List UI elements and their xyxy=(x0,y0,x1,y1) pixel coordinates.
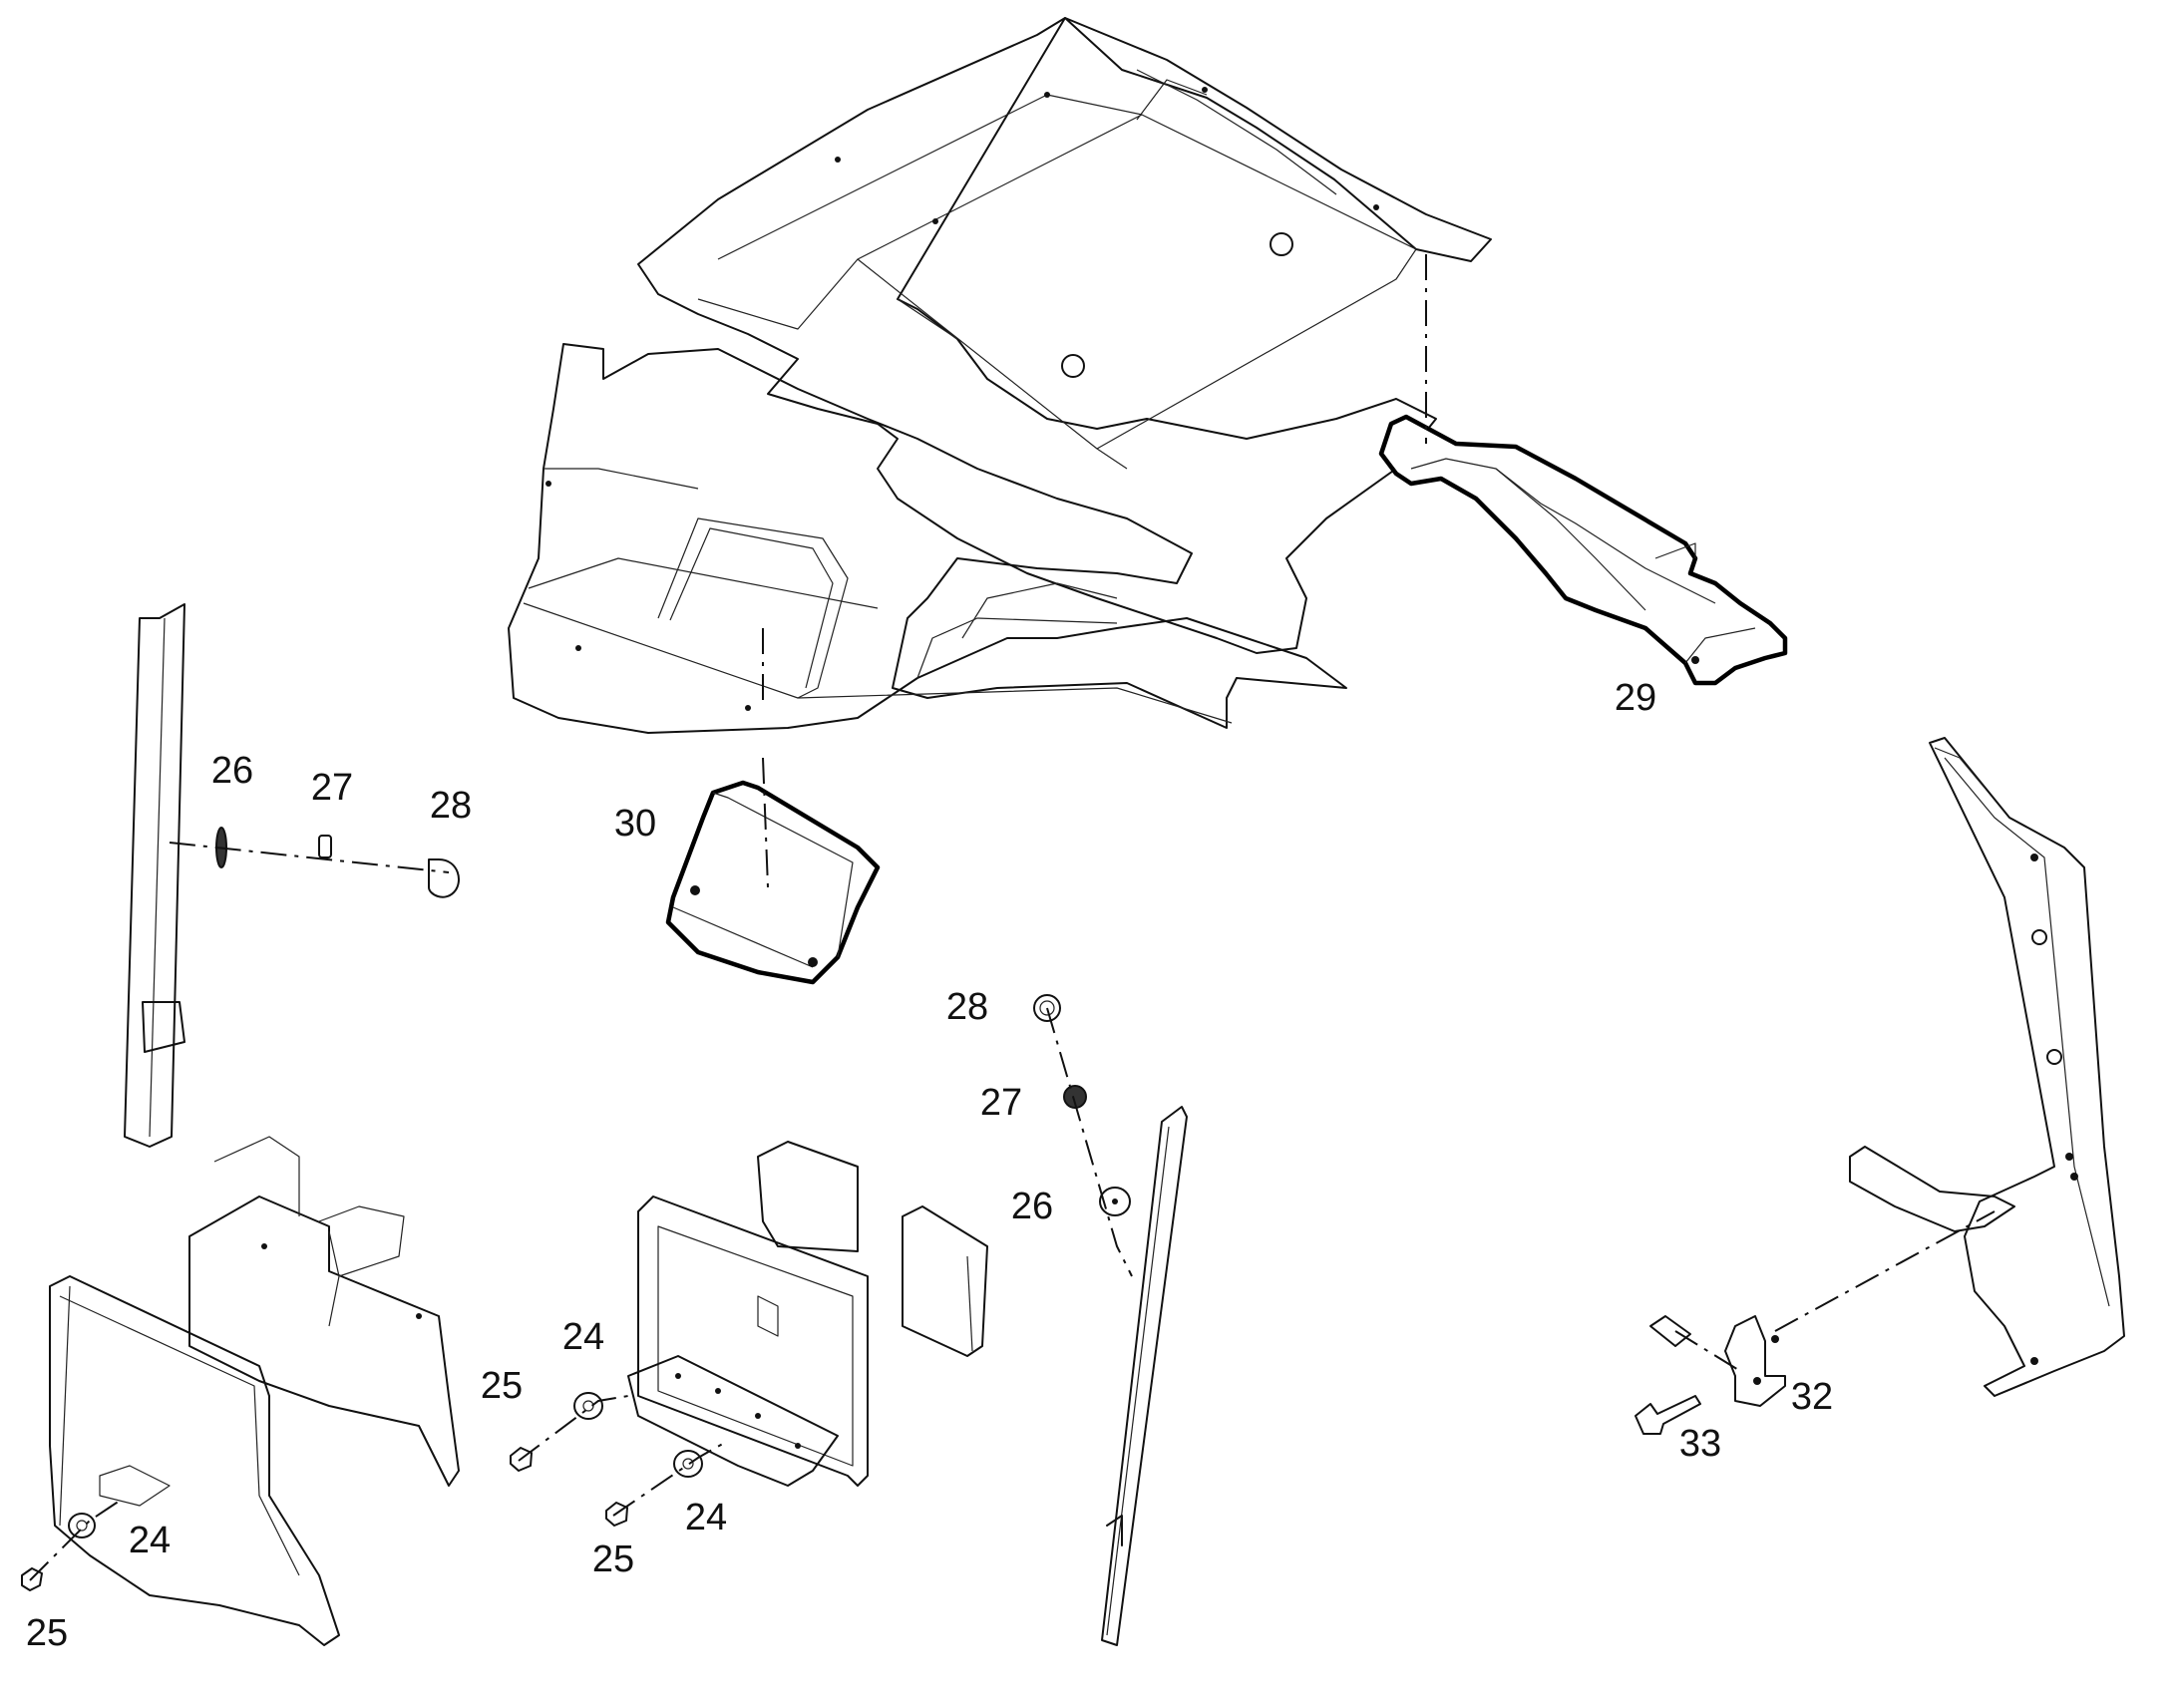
callout-25: 25 xyxy=(481,1365,523,1407)
callout-28: 28 xyxy=(946,986,988,1028)
callout-26: 26 xyxy=(211,750,253,792)
callout-27: 27 xyxy=(980,1082,1022,1124)
nut-25-center-lower xyxy=(605,1502,628,1527)
nut-27-center xyxy=(1063,1085,1087,1109)
part-30-plate xyxy=(665,780,881,985)
callout-25: 25 xyxy=(592,1538,634,1580)
clip-32 xyxy=(1649,1315,1691,1347)
callout-29: 29 xyxy=(1615,677,1656,719)
bracket-32 xyxy=(1724,1315,1786,1407)
callout-24: 24 xyxy=(685,1497,727,1538)
left-upright-strip xyxy=(124,603,185,1148)
center-lower-box xyxy=(627,1141,988,1487)
cap-28-left xyxy=(428,858,460,898)
nut-25-left xyxy=(21,1567,43,1591)
callout-24: 24 xyxy=(129,1520,171,1561)
main-body-panel xyxy=(637,17,1492,654)
callout-labels: 24 24 24 25 25 25 26 26 27 27 28 28 29 3… xyxy=(26,677,1833,1654)
nut-27-left xyxy=(318,835,332,858)
callout-32: 32 xyxy=(1791,1376,1833,1418)
bolt-33 xyxy=(1635,1395,1701,1435)
callout-30: 30 xyxy=(614,803,656,845)
callout-24: 24 xyxy=(562,1316,604,1358)
cap-28-center xyxy=(1033,994,1061,1022)
right-side-bracket xyxy=(1849,737,2125,1397)
center-upright-strip xyxy=(1101,1106,1188,1646)
washer-24-center-upper xyxy=(573,1392,603,1420)
nut-25-center-upper xyxy=(510,1447,533,1472)
part-29-duct xyxy=(1378,414,1788,686)
callout-28: 28 xyxy=(430,785,472,827)
callout-26: 26 xyxy=(1011,1186,1053,1227)
assembly-guides xyxy=(29,254,1996,1581)
washer-24-center-lower xyxy=(673,1450,703,1478)
washer-26-center xyxy=(1099,1187,1131,1216)
fasteners xyxy=(21,827,1786,1591)
callout-27: 27 xyxy=(311,767,353,809)
washer-24-left xyxy=(68,1513,96,1538)
console-panel xyxy=(508,343,1347,734)
callout-33: 33 xyxy=(1679,1423,1721,1465)
left-lower-panel xyxy=(49,1136,460,1646)
callout-25: 25 xyxy=(26,1612,68,1654)
